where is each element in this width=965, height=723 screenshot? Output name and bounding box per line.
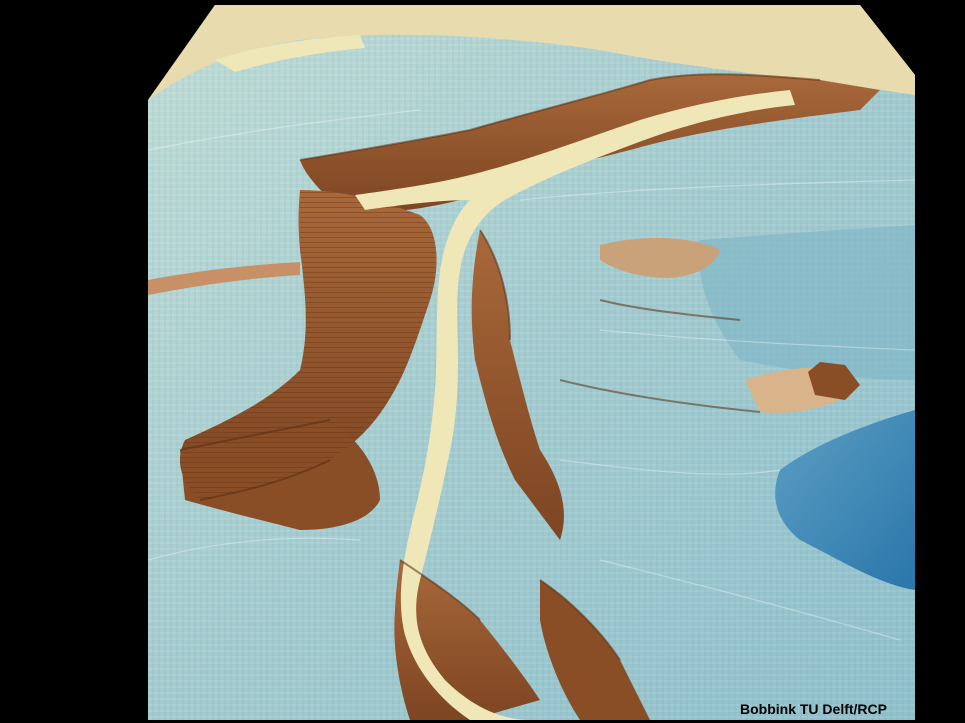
river bbox=[355, 90, 795, 720]
brown-texture bbox=[180, 190, 437, 500]
river-channel-west bbox=[148, 262, 300, 295]
field-lines bbox=[147, 109, 916, 641]
mid-polder bbox=[699, 225, 915, 380]
high-ground-east-bank bbox=[471, 230, 564, 540]
high-ground-south-east bbox=[540, 580, 650, 720]
deep-polder bbox=[775, 410, 915, 590]
raised-mound-peak bbox=[808, 362, 860, 400]
upland-patch bbox=[600, 238, 720, 278]
relief-ridges bbox=[179, 73, 821, 661]
credit-label: Bobbink TU Delft/RCP bbox=[740, 701, 887, 717]
river-branch bbox=[215, 35, 365, 72]
sand-band-top bbox=[148, 5, 915, 100]
